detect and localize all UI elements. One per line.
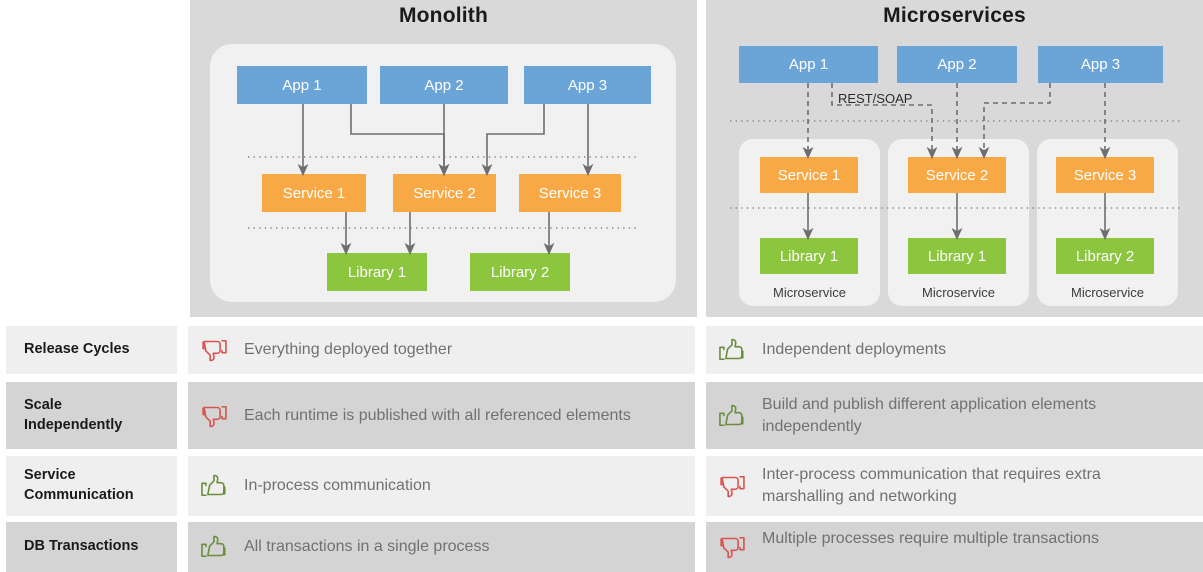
monolith-panel: Monolith [190, 0, 697, 317]
cell-text: Each runtime is published with all refer… [244, 406, 631, 424]
rest-soap-label: REST/SOAP [838, 91, 913, 106]
cell-text: Inter-process communication that require… [762, 466, 1101, 505]
row-label-db-transactions: DB Transactions [6, 522, 177, 572]
thumbs-up-icon [719, 338, 744, 361]
monolith-app-2[interactable]: App 2 [380, 66, 508, 104]
microservices-library-3[interactable]: Library 2 [1056, 238, 1154, 274]
microservices-app-1[interactable]: App 1 [739, 46, 878, 83]
cell-text: Everything deployed together [244, 341, 453, 359]
cell-microservices-db-transactions: Multiple processes require multiple tran… [706, 522, 1203, 572]
thumbs-up-icon [719, 404, 744, 426]
microservice-caption-3: Microservice [1071, 285, 1144, 300]
microservices-service-3[interactable]: Service 3 [1056, 157, 1154, 193]
thumbs-down-icon [202, 405, 227, 427]
microservice-caption-2: Microservice [922, 285, 995, 300]
microservices-app-3[interactable]: App 3 [1038, 46, 1163, 83]
microservices-library-2[interactable]: Library 1 [908, 238, 1006, 274]
thumbs-up-icon [201, 474, 226, 497]
monolith-library-2[interactable]: Library 2 [470, 253, 570, 291]
thumbs-down-icon [720, 536, 745, 559]
cell-monolith-release-cycles: Everything deployed together [188, 326, 695, 374]
monolith-app-1[interactable]: App 1 [237, 66, 367, 104]
microservice-caption-1: Microservice [773, 285, 846, 300]
cell-microservices-service-communication: Inter-process communication that require… [706, 456, 1203, 516]
microservices-library-1[interactable]: Library 1 [760, 238, 858, 274]
cell-microservices-release-cycles: Independent deployments [706, 326, 1203, 374]
cell-monolith-service-communication: In-process communication [188, 456, 695, 516]
thumbs-down-icon [720, 475, 745, 498]
cell-text: Build and publish different application … [762, 395, 1097, 435]
monolith-service-1[interactable]: Service 1 [262, 174, 366, 212]
row-label-scale-independently: Scale Independently [6, 382, 177, 449]
monolith-title: Monolith [398, 4, 489, 27]
monolith-service-2[interactable]: Service 2 [393, 174, 496, 212]
thumbs-up-icon [201, 535, 226, 558]
thumbs-down-icon [202, 339, 227, 362]
row-label-service-communication: Service Communication [6, 456, 177, 516]
cell-text: Independent deployments [762, 341, 947, 359]
row-label-text: Scale Independently [24, 396, 123, 433]
cell-microservices-scale-independently: Build and publish different application … [706, 382, 1203, 449]
row-label-text: Service Communication [24, 467, 134, 503]
cell-monolith-db-transactions: All transactions in a single process [188, 522, 695, 572]
cell-text: All transactions in a single process [244, 538, 490, 556]
row-label-release-cycles: Release Cycles [6, 326, 177, 374]
microservices-title: Microservices [883, 4, 1026, 27]
cell-monolith-scale-independently: Each runtime is published with all refer… [188, 382, 695, 449]
monolith-service-3[interactable]: Service 3 [519, 174, 621, 212]
cell-text: In-process communication [244, 477, 431, 495]
monolith-library-1[interactable]: Library 1 [327, 253, 427, 291]
monolith-app-3[interactable]: App 3 [524, 66, 651, 104]
microservices-service-2[interactable]: Service 2 [908, 157, 1006, 193]
cell-text: Multiple processes require multiple tran… [762, 530, 1100, 547]
microservices-app-2[interactable]: App 2 [897, 46, 1017, 83]
microservices-service-1[interactable]: Service 1 [760, 157, 858, 193]
